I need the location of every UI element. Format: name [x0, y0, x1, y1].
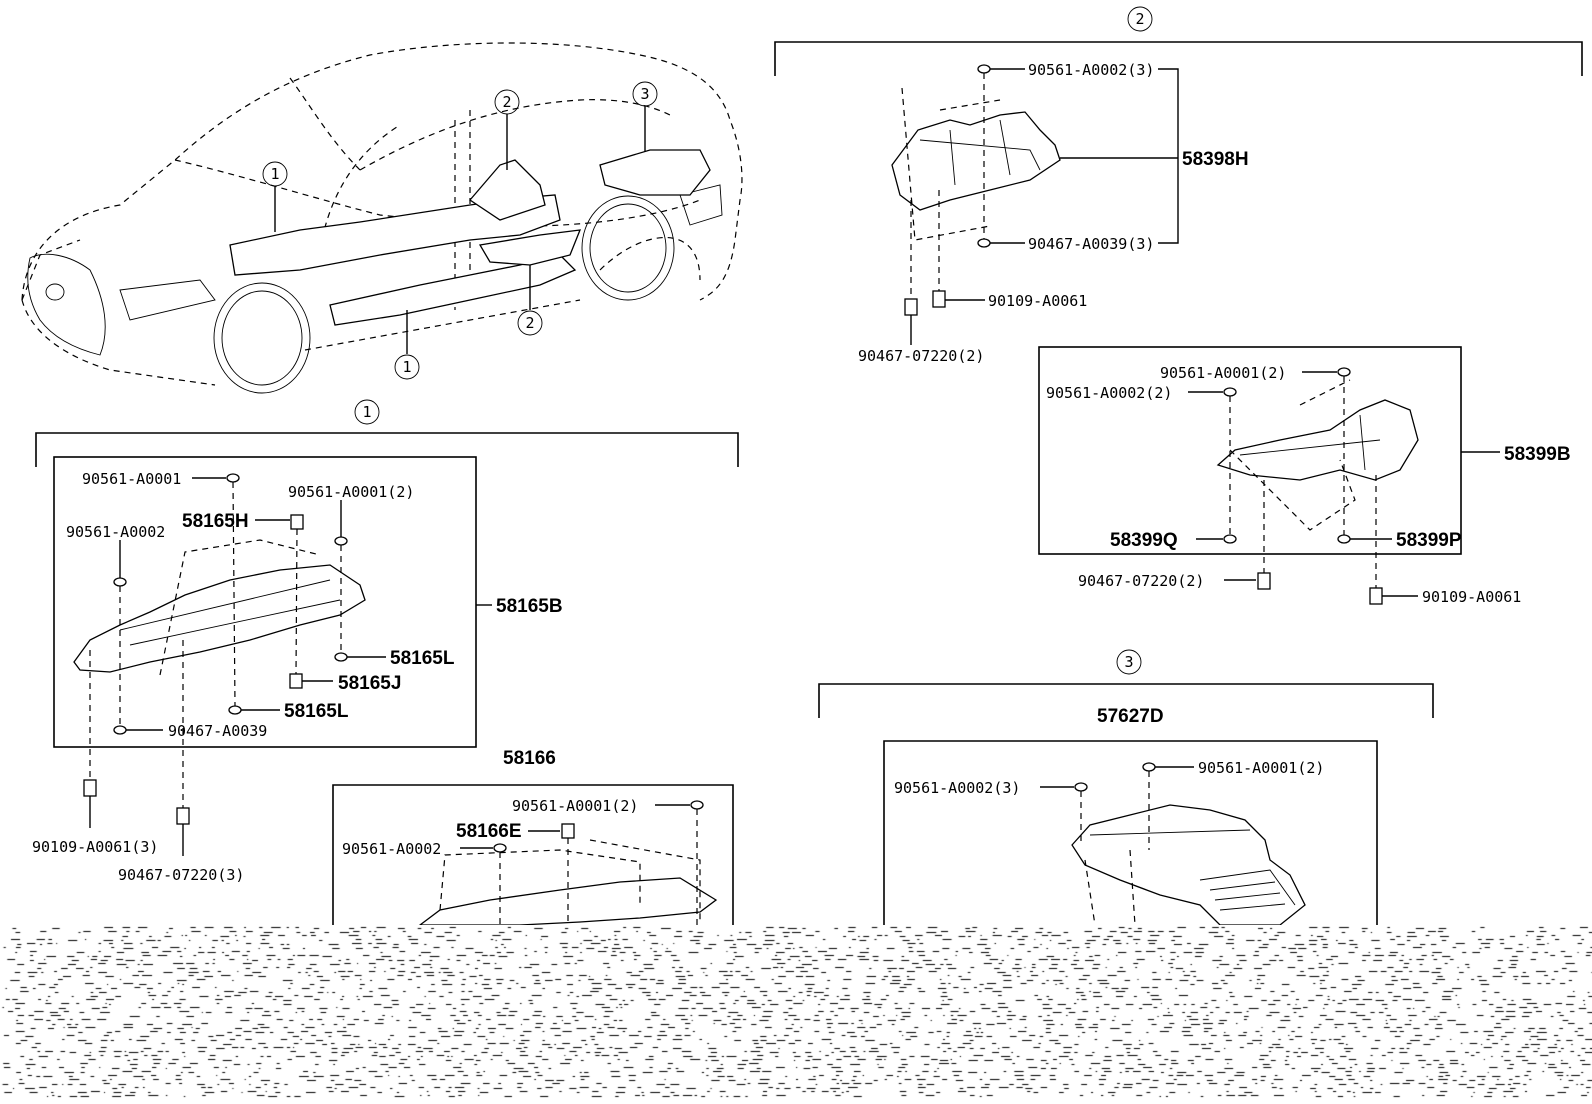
part-58399-90561-A0002-2: 90561-A0002(2) — [1046, 384, 1172, 402]
overview-marker-2-bottom: 2 — [525, 314, 534, 332]
car-overview: 1 2 3 1 2 — [21, 42, 743, 394]
section-3: 3 57627D 90561-A0001(2) 90561-A0002(3) — [818, 649, 1434, 926]
overview-marker-1-bottom: 1 — [402, 358, 411, 376]
assembly-58166: 58166 — [503, 748, 556, 769]
part-90467-A0039: 90467-A0039 — [168, 722, 267, 740]
part-90467-07220-3: 90467-07220(3) — [118, 866, 244, 884]
part-90467-07220-2: 90467-07220(2) — [858, 347, 984, 365]
part-90561-A0001: 90561-A0001 — [82, 470, 181, 488]
part-57627-90561-A0002-3: 90561-A0002(3) — [894, 779, 1020, 797]
part-58399-90109-A0061: 90109-A0061 — [1422, 588, 1521, 606]
part-58165L-lower: 58165L — [284, 701, 349, 722]
section-marker-2: 2 — [1135, 10, 1144, 28]
part-90561-A0002-3: 90561-A0002(3) — [1028, 61, 1154, 79]
overview-marker-2-top: 2 — [502, 93, 511, 111]
section-1: 1 90561-A — [32, 399, 739, 884]
part-58166E: 58166E — [456, 821, 522, 842]
part-58165H: 58165H — [182, 511, 249, 532]
section-2: 2 90561-A0002(3) 58398H 90467-A0039(3) 9… — [774, 6, 1583, 365]
part-58165J: 58165J — [338, 673, 401, 694]
part-58399-90467-07220-2: 90467-07220(2) — [1078, 572, 1204, 590]
part-58399Q: 58399Q — [1110, 530, 1178, 551]
part-58166-90561-A0002: 90561-A0002 — [342, 840, 441, 858]
section-58166: 58166 90561-A0001(2) 58166E 90561-A0002 — [332, 748, 734, 926]
part-90109-A0061: 90109-A0061 — [988, 292, 1087, 310]
part-58166-90561-A0001-2: 90561-A0001(2) — [512, 797, 638, 815]
overview-marker-3: 3 — [640, 85, 649, 103]
assembly-58399B: 58399B — [1504, 444, 1571, 465]
part-90561-A0001-2: 90561-A0001(2) — [288, 483, 414, 501]
part-58398H: 58398H — [1182, 149, 1249, 170]
section-58399B: 90561-A0001(2) 90561-A0002(2) 58399B 583… — [1038, 346, 1571, 606]
part-90109-A0061-3: 90109-A0061(3) — [32, 838, 158, 856]
assembly-57627D: 57627D — [1097, 706, 1164, 727]
section-marker-1: 1 — [362, 403, 371, 421]
part-90467-A0039-3: 90467-A0039(3) — [1028, 235, 1154, 253]
overview-marker-1-top: 1 — [270, 165, 279, 183]
assembly-58165B: 58165B — [496, 596, 563, 617]
part-58399-90561-A0001-2: 90561-A0001(2) — [1160, 364, 1286, 382]
part-57627-90561-A0001-2: 90561-A0001(2) — [1198, 759, 1324, 777]
scan-noise-band — [0, 925, 1592, 1099]
part-58399P: 58399P — [1396, 530, 1462, 551]
part-90561-A0002: 90561-A0002 — [66, 523, 165, 541]
part-58165L-upper: 58165L — [390, 648, 455, 669]
section-marker-3: 3 — [1124, 653, 1133, 671]
